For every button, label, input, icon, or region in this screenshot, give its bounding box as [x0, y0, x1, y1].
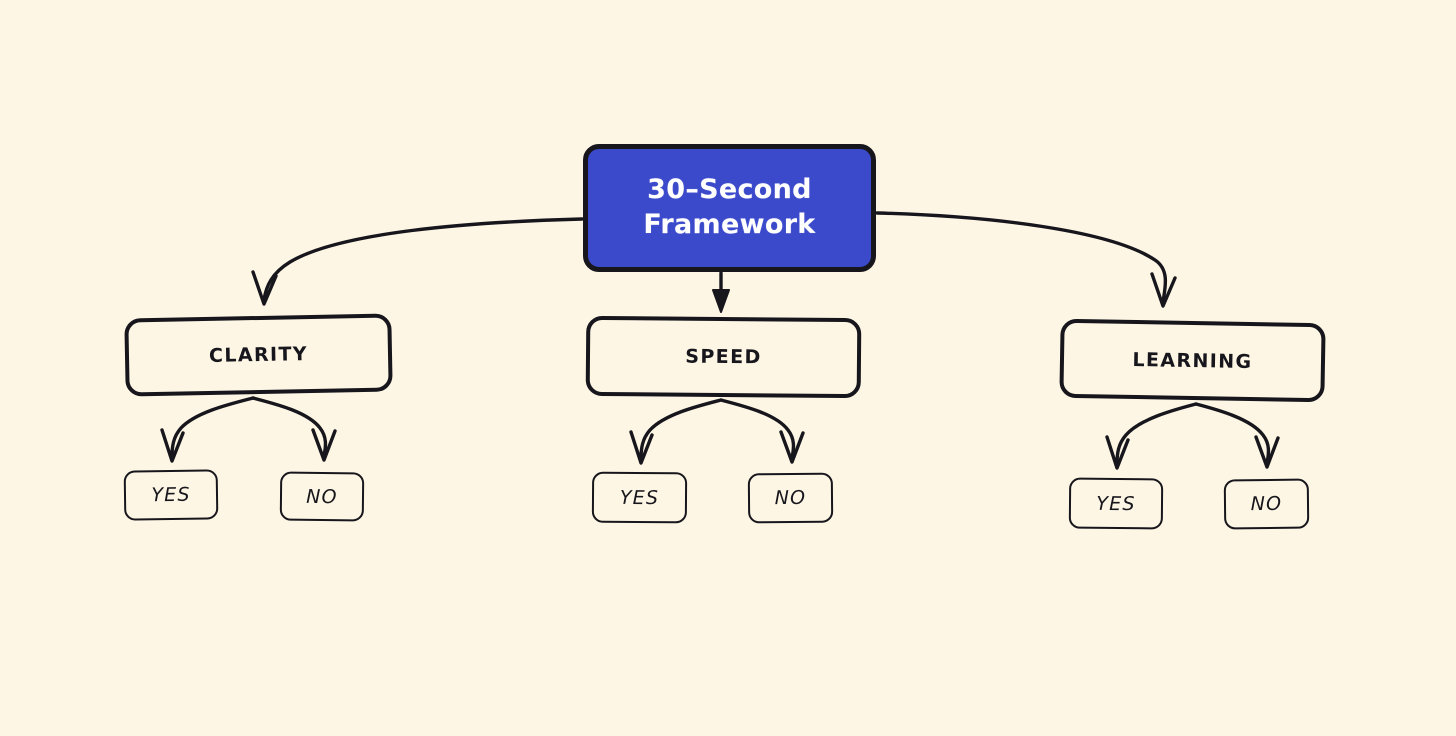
node-leaf-speed-yes-label: YES	[619, 486, 660, 509]
node-leaf-speed-no[interactable]: NO	[747, 472, 834, 524]
connector-speed-to-no	[719, 398, 796, 460]
node-leaf-clarity-yes[interactable]: YES	[123, 469, 219, 521]
arrowhead-learning-to-yes	[1105, 435, 1130, 470]
connector-learning-to-yes	[1115, 402, 1198, 466]
node-leaf-speed-yes[interactable]: YES	[591, 471, 688, 524]
node-leaf-learning-yes-label: YES	[1096, 492, 1136, 515]
arrowhead-clarity-to-no	[311, 428, 337, 462]
connector-root-to-learning	[875, 211, 1168, 304]
node-leaf-clarity-no[interactable]: NO	[279, 471, 365, 522]
node-leaf-learning-no[interactable]: NO	[1223, 478, 1310, 530]
node-leaf-learning-no-label: NO	[1250, 492, 1283, 516]
arrowhead-speed-to-yes	[629, 430, 654, 465]
arrowhead-root-to-learning	[1150, 272, 1177, 308]
node-branch-learning[interactable]: LEARNING	[1059, 318, 1326, 403]
node-leaf-clarity-yes-label: YES	[151, 483, 191, 507]
arrowhead-speed-to-no	[779, 430, 805, 464]
connector-learning-to-no	[1194, 402, 1271, 465]
connector-clarity-to-no	[251, 396, 328, 458]
arrowhead-root-to-clarity	[251, 270, 278, 306]
node-leaf-clarity-no-label: NO	[306, 485, 338, 508]
node-branch-learning-label: LEARNING	[1132, 348, 1253, 373]
node-leaf-speed-no-label: NO	[774, 486, 807, 510]
node-leaf-learning-yes[interactable]: YES	[1068, 477, 1164, 530]
node-branch-clarity[interactable]: CLARITY	[124, 313, 393, 397]
connector-root-to-clarity	[262, 217, 584, 302]
arrowhead-learning-to-no	[1254, 435, 1280, 469]
node-branch-clarity-label: CLARITY	[208, 343, 309, 367]
connector-speed-to-yes	[639, 398, 723, 461]
node-branch-speed-label: SPEED	[685, 345, 762, 369]
connector-clarity-to-yes	[170, 396, 255, 459]
node-branch-speed[interactable]: SPEED	[585, 315, 862, 399]
arrowhead-root-to-speed	[712, 289, 730, 313]
arrowhead-clarity-to-yes	[160, 428, 185, 463]
